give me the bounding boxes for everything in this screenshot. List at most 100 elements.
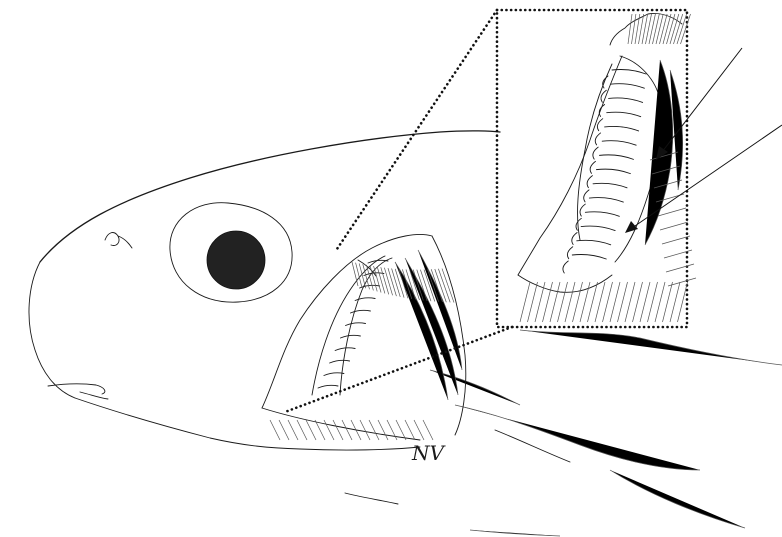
gill-lamella [318,385,338,388]
inset-hatch-stroke [565,282,575,322]
inset-lamella-curl [580,204,585,216]
inset-fringe-stroke [667,14,675,44]
inset-lamella-curl [563,261,568,273]
inset-hatch-stroke [580,282,590,322]
inset-hatch-stroke [640,282,650,322]
inset-hatch-stroke [648,282,658,322]
gill-base-stroke [423,420,433,440]
inset-hatch-stroke [678,282,688,322]
pupil [207,231,265,289]
inset-lamella [585,212,619,217]
inset-lamella [607,112,641,117]
gill-fringe-stroke [392,269,401,297]
inset-side-hatch [658,208,686,216]
gill-base-stroke [297,420,307,440]
inset-lamella [577,240,611,245]
inset-hatch-stroke [528,282,538,322]
inset-fringe-stroke [653,14,660,44]
gill-lamella [346,323,366,326]
head-outline [29,131,782,536]
inset-hatch-stroke [655,282,665,322]
gill-base-stroke [306,420,316,440]
gill-lamella [324,373,344,376]
gill-base-stroke [324,420,334,440]
inset-fringe-stroke [649,14,655,44]
gill-lamella [360,285,380,288]
inset-hatch-stroke [595,282,605,322]
inset-hatch-stroke [633,282,643,322]
inset-fringe-stroke [646,14,652,44]
inset-hatch-stroke [573,282,583,322]
inset-lamella [572,255,606,260]
gill-lamella [364,273,384,276]
artist-signature: NV [411,441,447,465]
inset-lamella-curl [599,104,604,116]
gill-base-stroke [414,420,424,440]
gill-lamella [340,335,360,338]
inset-lamella [612,70,646,75]
gill-base-stroke [360,420,370,440]
inset-fringe-stroke [628,14,632,44]
gill-lamella [330,360,350,363]
inset-hatch-stroke [618,282,628,322]
inset-lamella-curl [584,190,589,202]
inset-lamella-curl [567,247,572,259]
gill-base-stroke [387,420,397,440]
inset-lamella-curl [572,233,577,245]
inset-fringe-stroke [660,14,668,44]
gill-fringe-stroke [374,266,381,292]
inset-hatching [520,152,696,322]
inset-lamella-curl [603,76,608,88]
inset-hatch-stroke [670,282,680,322]
gill-fringe-stroke [384,268,392,296]
inset-lamella [599,155,633,160]
gill-fringe-stroke [388,268,396,296]
gill-base-stroke [270,420,280,440]
zoom-line-bottom [285,327,512,412]
gill-base-stroke [288,420,298,440]
inset-fringe [628,14,691,44]
inset-gill [518,13,696,322]
gill-base-stroke [333,420,343,440]
inset-fringe-stroke [663,14,671,44]
gill-fringe-stroke [370,265,377,291]
inset-fringe-stroke [632,14,636,44]
eye [170,203,292,302]
inset-lamella-curl [595,133,600,145]
gill-fringe-stroke [377,267,385,294]
inset-lamella [605,126,639,131]
inset-hatch-stroke [550,282,560,322]
gill-lamella [350,310,370,313]
inset-lamella-curl [587,176,592,188]
arrow-2-head [625,221,638,233]
inset-lamella [596,169,630,174]
inset-lamella-curl [597,119,602,131]
gill-fringe [270,262,454,440]
gill-base-stroke [351,420,361,440]
gill-base-stroke [369,420,379,440]
inset-fringe-stroke [656,14,663,44]
inset-hatch-stroke [663,282,673,322]
inset-hatch-stroke [603,282,613,322]
gill-fringe-stroke [381,267,389,294]
inset-lamella [589,198,623,203]
gill-base-stroke [378,420,388,440]
inset-hatch-stroke [535,282,545,322]
gill-base-stroke [279,420,289,440]
inset-side-hatch [666,264,694,272]
inset-side-hatch [660,222,688,230]
inset-lamella [609,98,643,103]
inset-hatch-stroke [558,282,568,322]
inset-lamella [581,226,615,231]
inset-lamella-curl [590,161,595,173]
inset-hatch-stroke [610,282,620,322]
inset-lamella [602,141,636,146]
inset-lamella-curl [593,147,598,159]
inset-lamella [610,84,644,89]
inset-hatch-stroke [625,282,635,322]
gill-base-stroke [405,420,415,440]
inset-lamella [593,183,627,188]
inset-hatch-stroke [520,282,530,322]
gill-base-stroke [342,420,352,440]
